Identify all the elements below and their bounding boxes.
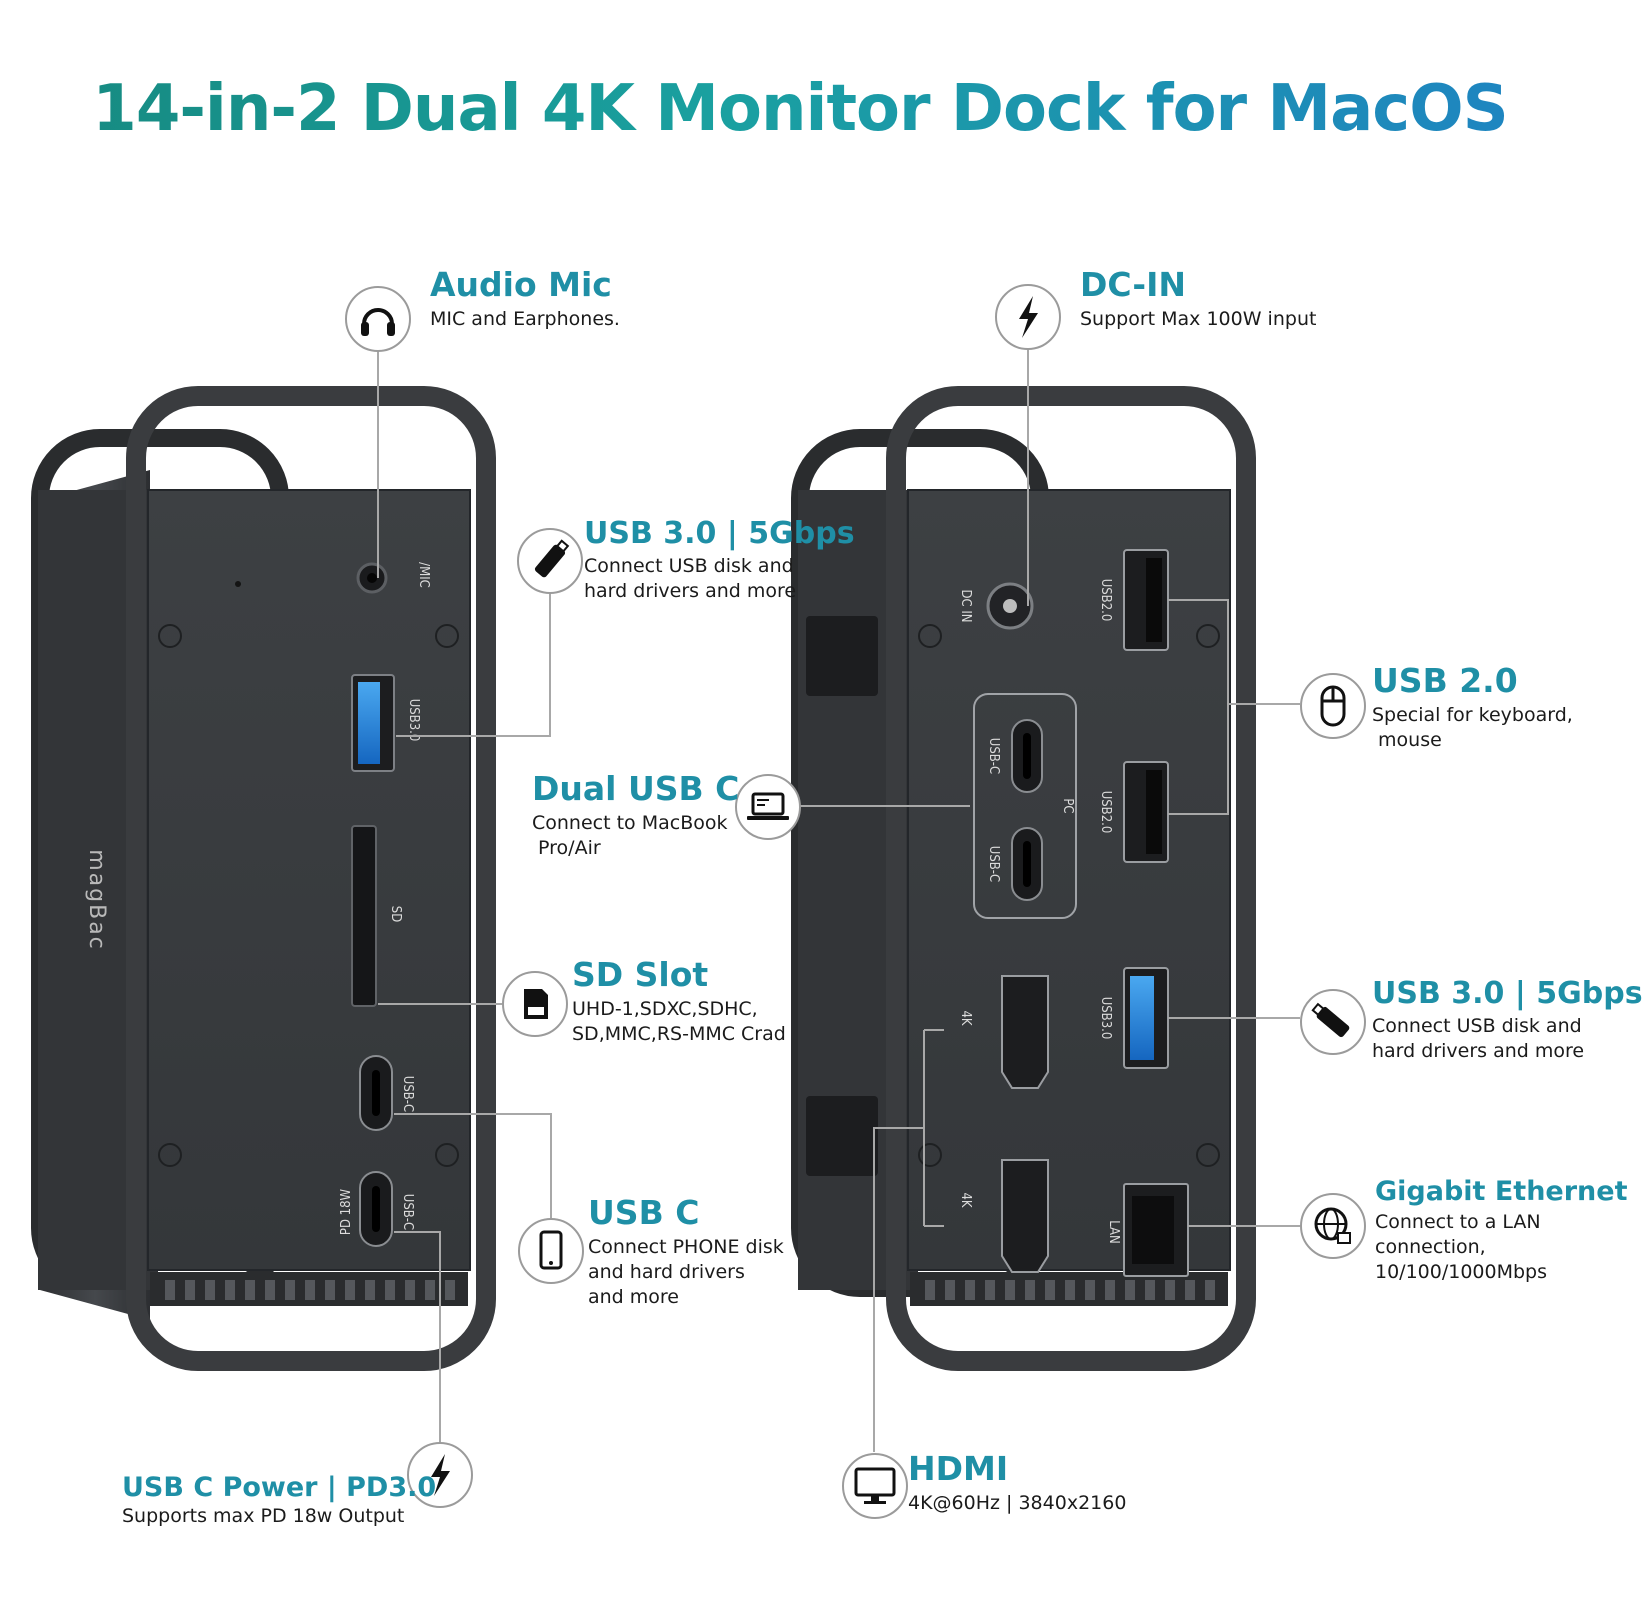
- usb3-right-icon-ring: [1300, 989, 1366, 1055]
- port-label-usb20-top: USB2.0: [1098, 579, 1113, 622]
- port-label-pc: PC: [1060, 798, 1075, 813]
- callout-desc: 4K@60Hz | 3840x2160: [908, 1491, 1127, 1514]
- right-dock: DC IN USB2.0 USB2.0 PC USB-C USB-C 4K 4K…: [791, 386, 1256, 1371]
- callout-title: DC-IN: [1080, 265, 1186, 304]
- port-label-mic: /MIC: [416, 562, 431, 588]
- callout-dc-in: DC-IN Support Max 100W input: [1080, 265, 1317, 332]
- callout-title: USB 3.0 | 5Gbps: [584, 516, 855, 551]
- callout-dual-usb-c: Dual USB C Connect to MacBook Pro/Air: [532, 769, 740, 861]
- port-label-pd18w: PD 18W: [339, 1188, 354, 1235]
- usb2-icon-ring: [1300, 673, 1366, 739]
- left-dock-front-frame: [126, 386, 496, 1371]
- globe-network-icon: [1314, 1207, 1351, 1244]
- sd-card-icon: [524, 989, 548, 1019]
- port-label-hdmi-4k-2: 4K: [958, 1192, 973, 1207]
- port-label-usbc-host-2: USB-C: [986, 846, 1001, 882]
- callout-title: SD Slot: [572, 955, 709, 994]
- port-label-usbc-host-1: USB-C: [986, 738, 1001, 774]
- callout-usb3-right: USB 3.0 | 5Gbps Connect USB disk and har…: [1372, 978, 1643, 1064]
- brand-logo: magBac: [84, 849, 109, 951]
- callout-ethernet: Gigabit Ethernet Connect to a LAN connec…: [1375, 1176, 1628, 1285]
- usb3-left-icon-ring: [517, 528, 583, 594]
- right-dock-front-frame: [886, 386, 1256, 1371]
- lightning-icon: [431, 1454, 450, 1496]
- callout-desc: Connect PHONE disk and hard drivers and …: [588, 1235, 784, 1308]
- callout-title: USB 3.0 | 5Gbps: [1372, 976, 1643, 1011]
- callout-usb3-left: USB 3.0 | 5Gbps Connect USB disk and har…: [584, 518, 855, 604]
- port-label-hdmi-4k-1: 4K: [958, 1010, 973, 1025]
- callout-desc: Connect USB disk and hard drivers and mo…: [1372, 1014, 1585, 1062]
- callout-desc: MIC and Earphones.: [430, 307, 620, 330]
- usb-c-icon-ring: [518, 1218, 584, 1284]
- right-dock-faceplate: [907, 489, 1231, 1271]
- callout-title: Audio Mic: [430, 265, 612, 304]
- hdmi-port-2: [1001, 1159, 1049, 1273]
- audio-mic-icon-ring: [345, 286, 411, 352]
- callout-title: USB 2.0: [1372, 661, 1518, 700]
- callout-usb-c-power: USB C Power | PD3.0 Supports max PD 18w …: [122, 1472, 437, 1529]
- usb-drive-icon: [534, 539, 570, 578]
- callout-title: Gigabit Ethernet: [1375, 1176, 1628, 1207]
- lightning-icon: [1019, 296, 1038, 338]
- callout-desc: UHD-1,SDXC,SDHC, SD,MMC,RS-MMC Crad: [572, 997, 786, 1045]
- ethernet-icon-ring: [1300, 1193, 1366, 1259]
- hdmi-port-1: [1001, 975, 1049, 1089]
- port-label-usb20-bottom: USB2.0: [1098, 791, 1113, 834]
- callout-hdmi: HDMI 4K@60Hz | 3840x2160: [908, 1449, 1127, 1516]
- callout-title: USB C Power | PD3.0: [122, 1472, 437, 1503]
- port-label-usbc-left: USB-C: [400, 1076, 415, 1112]
- usb-drive-icon: [1311, 1002, 1350, 1038]
- port-label-dcin: DC IN: [958, 589, 973, 622]
- headphones-icon: [361, 308, 395, 336]
- callout-usb-c: USB C Connect PHONE disk and hard driver…: [588, 1193, 784, 1310]
- callout-title: USB C: [588, 1193, 700, 1232]
- callout-desc: Special for keyboard, mouse: [1372, 703, 1573, 751]
- callout-audio-mic: Audio Mic MIC and Earphones.: [430, 265, 620, 332]
- sd-card-slot: [351, 825, 377, 1007]
- usb-c-power-icon-ring: [407, 1442, 473, 1508]
- monitor-icon: [854, 1467, 896, 1504]
- hdmi-icon-ring: [842, 1453, 908, 1519]
- port-label-usb30-right: USB3.0: [1098, 997, 1113, 1040]
- phone-icon: [539, 1230, 563, 1270]
- callout-desc: Connect to a LAN connection, 10/100/1000…: [1375, 1211, 1548, 1284]
- callout-title: HDMI: [908, 1449, 1009, 1488]
- callout-title: Dual USB C: [532, 769, 740, 808]
- pc-bracket: [973, 693, 1077, 919]
- port-label-sd: SD: [388, 906, 403, 922]
- leader-lines: [377, 348, 1300, 1474]
- dual-usb-c-icon-ring: [735, 774, 801, 840]
- port-label-usbc-pd: USB-C: [400, 1194, 415, 1230]
- callout-desc: Connect to MacBook Pro/Air: [532, 811, 728, 859]
- port-label-lan: LAN: [1106, 1220, 1121, 1244]
- dc-in-icon-ring: [995, 284, 1061, 350]
- callout-desc: Connect USB disk and hard drivers and mo…: [584, 554, 797, 602]
- sd-slot-icon-ring: [502, 971, 568, 1037]
- left-dock: magBac /MIC USB3.0 SD USB-C PD 18W USB-C: [31, 386, 496, 1371]
- mouse-icon: [1320, 685, 1346, 727]
- page-title: 14-in-2 Dual 4K Monitor Dock for MacOS: [0, 72, 1600, 146]
- laptop-icon: [747, 792, 789, 820]
- callout-desc: Support Max 100W input: [1080, 307, 1317, 330]
- callout-usb2: USB 2.0 Special for keyboard, mouse: [1372, 661, 1573, 753]
- port-label-usb30-left: USB3.0: [406, 699, 421, 742]
- callout-sd-slot: SD Slot UHD-1,SDXC,SDHC, SD,MMC,RS-MMC C…: [572, 955, 786, 1047]
- dock-illustration: magBac /MIC USB3.0 SD USB-C PD 18W USB-C: [31, 348, 1300, 1474]
- left-dock-faceplate: [147, 489, 471, 1271]
- callout-desc: Supports max PD 18w Output: [122, 1505, 405, 1528]
